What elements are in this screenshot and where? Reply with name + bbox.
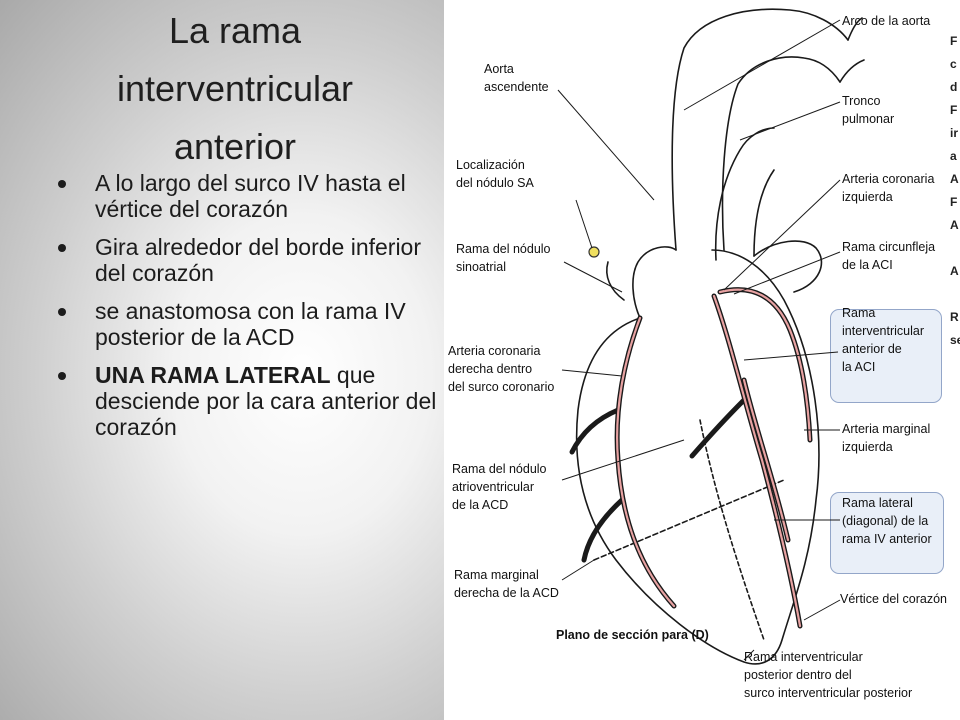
bullet-item: se anastomosa con la rama IV posterior d…	[58, 298, 438, 350]
label-plano: Plano de sección para (D)	[556, 628, 709, 642]
label-marg-der-2: derecha de la ACD	[454, 586, 559, 600]
bullet-list: A lo largo del surco IV hasta el vértice…	[58, 170, 438, 452]
label-tronco-2: pulmonar	[842, 112, 895, 126]
bullet-dot-icon	[58, 244, 66, 252]
title-line-2: interventricular	[116, 68, 354, 109]
label-acd-2: derecha dentro	[448, 362, 533, 376]
label-aci-1: Arteria coronaria	[842, 172, 935, 186]
label-vertice: Vértice del corazón	[840, 592, 948, 606]
title-line-3: anterior	[173, 126, 297, 167]
label-tronco-1: Tronco	[842, 94, 881, 108]
lad-artery	[711, 293, 803, 629]
bullet-dot-icon	[58, 180, 66, 188]
label-iva-4: la ACI	[842, 360, 876, 374]
bullet-item: A lo largo del surco IV hasta el vértice…	[58, 170, 438, 222]
label-circ-2: de la ACI	[842, 258, 893, 272]
label-marg-izq-2: izquierda	[842, 440, 893, 454]
label-lat-2: (diagonal) de la	[842, 514, 929, 528]
label-ivp-1: Rama interventricular	[744, 650, 863, 664]
label-ivp-3: surco interventricular posterior	[744, 686, 913, 700]
title-line-1: La rama	[168, 10, 302, 51]
label-acd-1: Arteria coronaria	[448, 344, 541, 358]
label-lat-1: Rama lateral	[842, 496, 913, 510]
label-lat-3: rama IV anterior	[842, 532, 932, 546]
label-av-3: de la ACD	[452, 498, 509, 512]
label-iva-3: anterior de	[842, 342, 902, 356]
label-circ-1: Rama circunfleja	[842, 240, 936, 254]
label-ivp-2: posterior dentro del	[744, 668, 852, 682]
label-av-1: Rama del nódulo	[452, 462, 547, 476]
bullet-item: UNA RAMA LATERAL que desciende por la ca…	[58, 362, 438, 440]
bullet-dot-icon	[58, 372, 66, 380]
label-loc-sa-2: del nódulo SA	[456, 176, 534, 190]
cropped-edge-text: F c d F ir a A F A A R se	[950, 34, 960, 347]
sa-node	[588, 246, 600, 258]
label-aorta-asc-2: ascendente	[484, 80, 549, 94]
label-rama-sa-2: sinoatrial	[456, 260, 507, 274]
label-rama-sa-1: Rama del nódulo	[456, 242, 551, 256]
heart-illustration	[557, 8, 865, 665]
label-iva-1: Rama	[842, 306, 876, 320]
bullet-dot-icon	[58, 308, 66, 316]
label-iva-2: interventricular	[842, 324, 924, 338]
label-av-2: atrioventricular	[452, 480, 534, 494]
highlight-box-lateral	[830, 492, 944, 574]
label-acd-3: del surco coronario	[448, 380, 555, 394]
heart-diagram: Arco de la aorta Aorta ascendente Tronco…	[444, 0, 960, 720]
text-panel: La rama interventricular anterior A lo l…	[0, 0, 444, 720]
pulmonary-trunk	[714, 127, 775, 261]
aorta	[671, 8, 849, 251]
label-aci-2: izquierda	[842, 190, 893, 204]
label-marg-der-1: Rama marginal	[454, 568, 539, 582]
label-marg-izq-1: Arteria marginal	[842, 422, 931, 436]
label-aorta-asc-1: Aorta	[484, 62, 514, 76]
bullet-item: Gira alrededor del borde inferior del co…	[58, 234, 438, 286]
label-loc-sa-1: Localización	[456, 158, 525, 172]
heart-outline	[575, 249, 820, 665]
highlight-box-iva	[830, 309, 942, 403]
slide-title: La rama interventricular anterior	[40, 2, 430, 176]
label-arco-aorta: Arco de la aorta	[842, 14, 931, 28]
